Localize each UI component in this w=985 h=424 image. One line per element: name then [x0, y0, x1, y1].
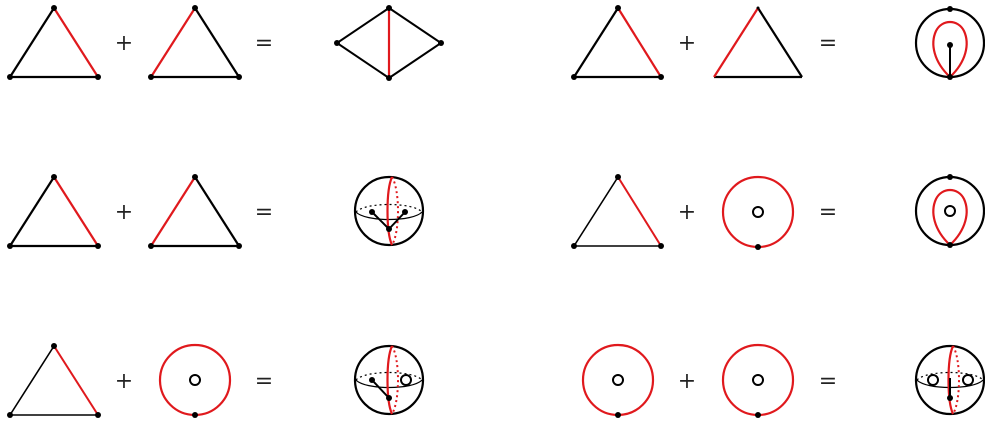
triangle-red-right-edge	[571, 5, 664, 80]
triangle-red-right-edge	[7, 174, 101, 249]
plus-sign: +	[115, 31, 133, 56]
triangle-red-left-edge	[713, 6, 803, 79]
triangle-red-left-edge	[148, 5, 242, 80]
sphere-with-tree-and-hole	[353, 344, 425, 416]
equation-3: + =	[7, 174, 425, 249]
triangle-red-right-edge	[571, 174, 664, 249]
disk-with-loop-and-hole	[914, 174, 985, 248]
equals-sign: =	[819, 369, 837, 394]
equation-6: + =	[581, 343, 985, 418]
triangle-red-right-edge	[7, 5, 101, 80]
equals-sign: =	[255, 31, 273, 56]
circle-with-hole	[158, 343, 232, 418]
plus-sign: +	[678, 200, 696, 225]
triangle-red-right-edge	[7, 343, 101, 418]
circle-with-hole	[721, 175, 795, 250]
equals-sign: =	[255, 200, 273, 225]
plus-sign: +	[678, 369, 696, 394]
circle-with-hole	[581, 343, 655, 418]
rhombus-glued-diagonal	[334, 5, 444, 81]
equals-sign: =	[255, 369, 273, 394]
triangle-red-left-edge	[148, 174, 242, 249]
equation-2: + =	[571, 5, 985, 80]
equation-4: + =	[571, 174, 985, 250]
sphere-with-two-holes	[914, 344, 985, 416]
equals-sign: =	[819, 200, 837, 225]
plus-sign: +	[115, 369, 133, 394]
equation-5: + =	[7, 343, 425, 418]
sphere-with-tree	[353, 175, 425, 247]
equals-sign: =	[819, 31, 837, 56]
plus-sign: +	[678, 31, 696, 56]
circle-with-hole	[721, 343, 795, 418]
plus-sign: +	[115, 200, 133, 225]
disk-with-loop	[914, 6, 985, 80]
equation-1: + =	[7, 5, 444, 81]
